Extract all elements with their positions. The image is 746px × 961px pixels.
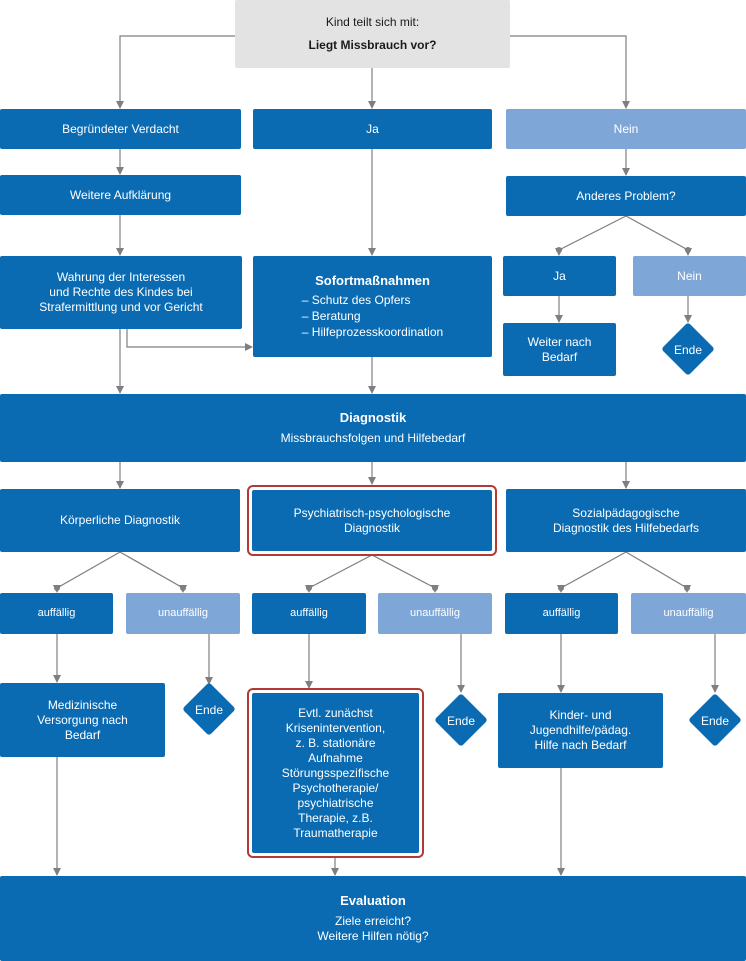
sozialpaedagogische-diagnostik-line-2: Diagnostik des Hilfebedarfs [552,520,700,535]
weitere-aufklaerung-box: Weitere Aufklärung [0,175,241,215]
therapie-line-6: Psychotherapie/ [292,780,379,795]
koerperliche-diagnostik-box: Körperliche Diagnostik [0,489,240,552]
branch-nein: Nein [506,109,746,149]
psychiatrisch-diagnostik-line-2: Diagnostik [343,520,401,535]
auffaellig-label: auffällig [542,607,581,619]
ende-label: Ende [700,714,730,728]
unauffaellig-label: unauffällig [158,607,208,619]
wahrung-line-2: und Rechte des Kindes bei [49,285,193,299]
psychiatrisch-diagnostik-box: Psychiatrisch-psychologische Diagnostik [252,490,492,551]
therapie-line-5: Störungsspezifische [281,765,390,780]
question-box: Kind teilt sich mit: Liegt Missbrauch vo… [235,0,510,68]
therapie-line-8: Therapie, z.B. [298,810,373,825]
sofortmassnahmen-item: – Hilfeprozesskoordination [301,325,444,339]
weitere-aufklaerung-label: Weitere Aufklärung [69,187,172,202]
unauffaellig-box: unauffällig [631,593,746,634]
diagnostik-subtitle: Missbrauchsfolgen und Hilfebedarf [280,431,466,445]
branch-begruendeter-verdacht-label: Begründeter Verdacht [62,121,179,136]
anderes-problem-label: Anderes Problem? [576,188,676,203]
ende-label: Ende [673,343,703,357]
koerperliche-diagnostik-label: Körperliche Diagnostik [59,513,181,527]
auffaellig-box: auffällig [0,593,113,634]
therapie-line-3: z. B. stationäre [295,735,376,750]
evaluation-line-1: Ziele erreicht? [334,914,412,928]
auffaellig-label: auffällig [290,607,328,619]
sofortmassnahmen-title: Sofortmaßnahmen [315,273,430,288]
kinder-jugendhilfe-line-2: Jugendhilfe/pädag. [529,723,632,737]
therapie-line-9: Traumatherapie [293,825,378,840]
anderes-problem-nein-label: Nein [677,268,702,283]
auffaellig-label: auffällig [37,607,76,619]
wahrung-box: Wahrung der Interessen und Rechte des Ki… [0,256,242,329]
therapie-line-1: Evtl. zunächst [298,705,373,720]
branch-nein-label: Nein [613,121,639,136]
wahrung-line-3: Strafermittlung und vor Gericht [39,300,203,314]
evaluation-box: Evaluation Ziele erreicht? Weitere Hilfe… [0,876,746,961]
sozialpaedagogische-diagnostik-line-1: Sozialpädagogische [572,505,680,520]
diagnostik-box: Diagnostik Missbrauchsfolgen und Hilfebe… [0,394,746,462]
ende-label: Ende [194,703,224,717]
evaluation-line-2: Weitere Hilfen nötig? [317,929,429,943]
anderes-problem-box: Anderes Problem? [506,176,746,216]
diagnostik-title: Diagnostik [339,410,407,425]
sofortmassnahmen-list: – Schutz des Opfers – Beratung – Hilfepr… [302,292,443,340]
kinder-jugendhilfe-line-1: Kinder- und [549,708,612,722]
unauffaellig-label: unauffällig [663,607,714,619]
therapie-box: Evtl. zunächst Kriseninter­vention, z. B… [252,693,419,853]
anderes-problem-ja: Ja [503,256,616,296]
branch-ja-label: Ja [366,121,379,136]
wahrung-line-1: Wahrung der Interessen [56,270,186,284]
medizinische-versorgung-box: Medizinische Versorgung nach Bedarf [0,683,165,757]
kinder-jugendhilfe-line-3: Hilfe nach Bedarf [534,738,627,752]
unauffaellig-box: unauffällig [126,593,240,634]
branch-ja: Ja [253,109,492,149]
auffaellig-box: auffällig [505,593,618,634]
psychiatrisch-diagnostik-line-1: Psychiatrisch-psychologische [293,505,451,520]
medizinische-versorgung-line-3: Bedarf [64,727,101,742]
highlight-frame [247,688,424,858]
sozialpaedagogische-diagnostik-box: Sozialpädagogische Diagnostik des Hilfeb… [506,489,746,552]
sofortmassnahmen-box: Sofortmaßnahmen – Schutz des Opfers – Be… [253,256,492,357]
kinder-jugendhilfe-box: Kinder- und Jugendhilfe/pädag. Hilfe nac… [498,693,663,768]
weiter-nach-bedarf-line-1: Weiter nach [527,334,592,349]
anderes-problem-nein: Nein [633,256,746,296]
auffaellig-box: auffällig [252,593,366,634]
unauffaellig-label: unauffällig [410,607,460,619]
anderes-problem-ja-label: Ja [553,268,566,283]
therapie-line-2: Kriseninter­vention, [285,720,386,735]
medizinische-versorgung-line-1: Medizinische [47,697,118,712]
question-text: Liegt Missbrauch vor? [308,38,437,52]
weiter-nach-bedarf-line-2: Bedarf [541,349,578,364]
highlight-frame [247,485,497,556]
sofortmassnahmen-item: – Schutz des Opfers [301,293,411,307]
evaluation-title: Evaluation [340,893,406,908]
unauffaellig-box: unauffällig [378,593,492,634]
medizinische-versorgung-line-2: Versorgung nach [37,712,128,727]
ende-label: Ende [446,714,476,728]
therapie-line-7: psychiatrische [297,795,374,810]
sofortmassnahmen-item: – Beratung [301,309,361,323]
therapie-line-4: Aufnahme [308,750,363,765]
question-intro: Kind teilt sich mit: [325,15,420,29]
weiter-nach-bedarf-box: Weiter nach Bedarf [503,323,616,376]
branch-begruendeter-verdacht: Begründeter Verdacht [0,109,241,149]
